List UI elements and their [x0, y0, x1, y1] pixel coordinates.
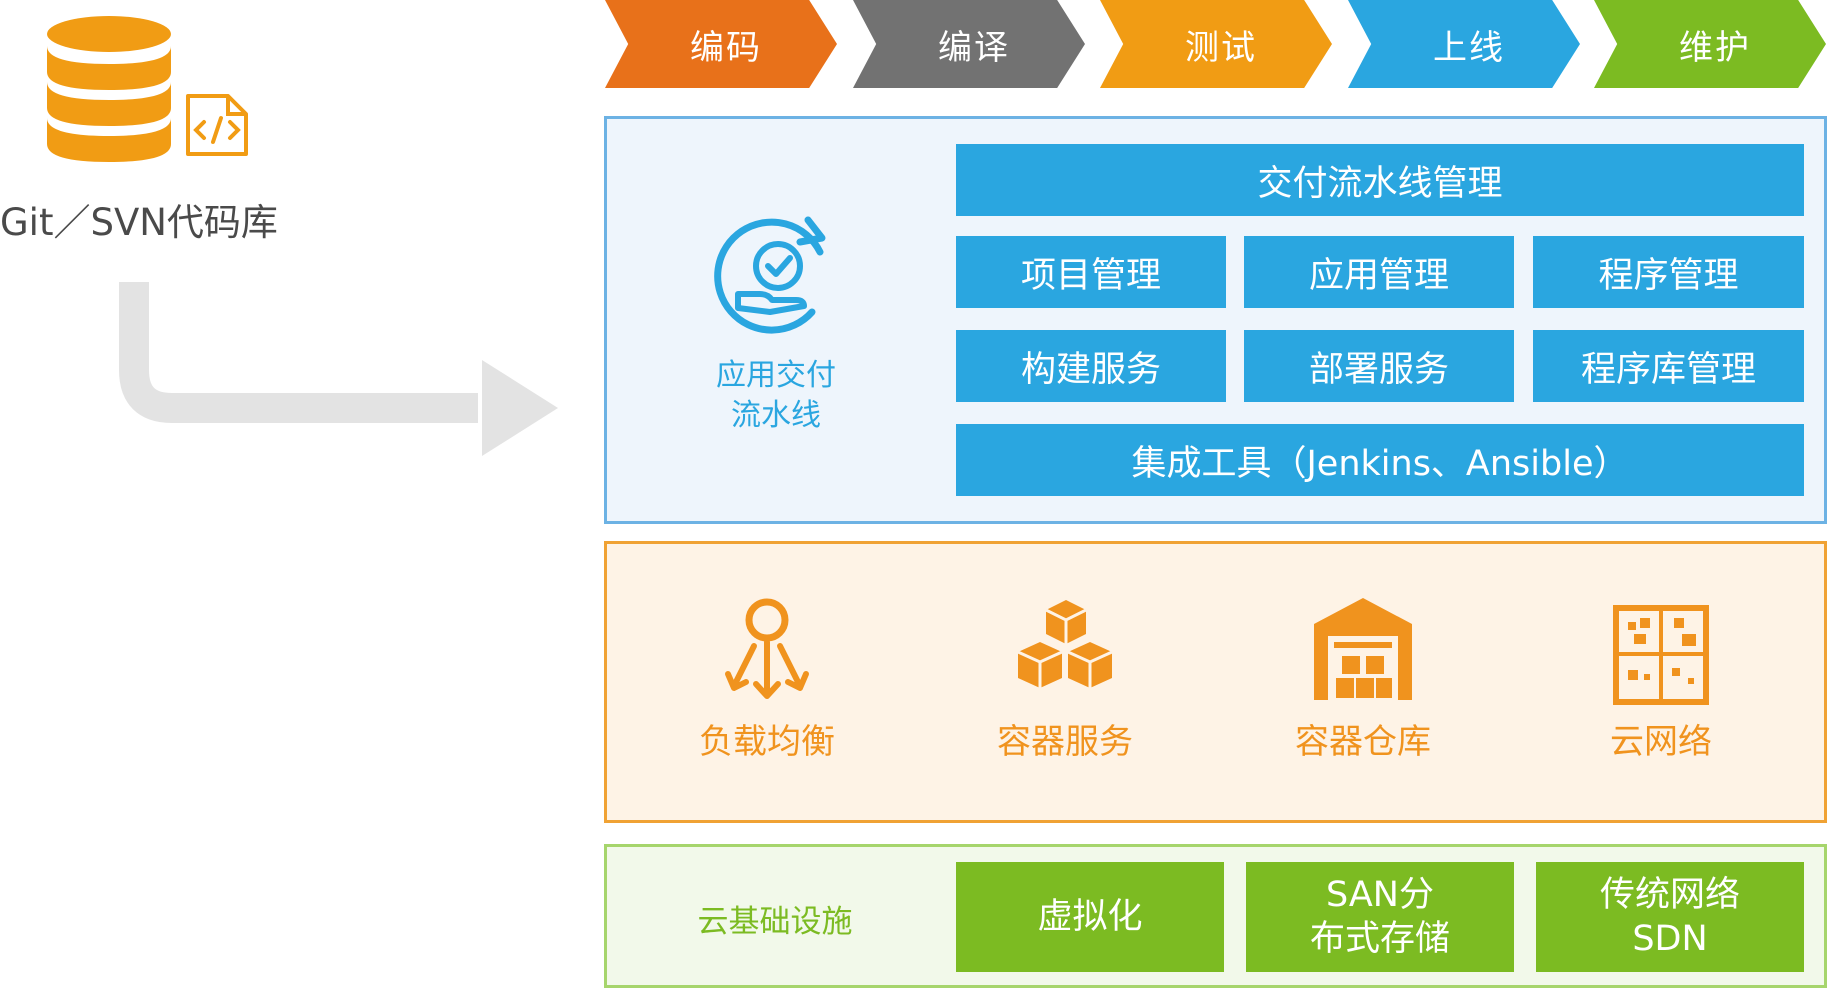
app-management-cell: 应用管理: [1244, 236, 1514, 308]
san-storage-line2: 布式存储: [1309, 919, 1450, 959]
virtualization-label: 虚拟化: [1037, 897, 1143, 937]
service-label: 负载均衡: [699, 722, 835, 762]
service-label: 容器服务: [997, 722, 1133, 762]
stage-release: 上线: [1348, 0, 1580, 88]
flow-arrow-icon: [119, 282, 558, 456]
service-label: 容器仓库: [1295, 722, 1431, 762]
stage-label: 维护: [1679, 27, 1751, 68]
pipeline-check-icon: [714, 216, 826, 334]
san-storage-cell: SAN分 布式存储: [1246, 862, 1514, 972]
deploy-service-cell: 部署服务: [1244, 330, 1514, 402]
stage-compile: 编译: [853, 0, 1085, 88]
library-management-cell: 程序库管理: [1533, 330, 1804, 402]
stage-maintain: 维护: [1594, 0, 1826, 88]
cloud-network-icon: [1613, 605, 1709, 705]
code-file-icon: [186, 94, 248, 156]
build-service-cell: 构建服务: [956, 330, 1226, 402]
container-boxes-icon: [1017, 600, 1113, 688]
stage-label: 测试: [1185, 27, 1257, 68]
load-balance-icon: [725, 598, 809, 699]
pipeline-title-line1: 应用交付: [716, 358, 836, 393]
service-label: 云网络: [1610, 722, 1712, 762]
warehouse-icon: [1314, 598, 1412, 700]
integration-tools-footer: 集成工具（Jenkins、Ansible）: [956, 424, 1804, 496]
pipeline-title-line2: 流水线: [731, 398, 821, 433]
network-sdn-line2: SDN: [1632, 919, 1708, 959]
network-sdn-line1: 传统网络: [1599, 875, 1740, 915]
stage-test: 测试: [1100, 0, 1332, 88]
stage-label: 编码: [690, 27, 762, 68]
repository-label: Git／SVN代码库: [0, 201, 278, 244]
container-services-panel: [604, 541, 1827, 823]
pipeline-title: 应用交付 流水线: [684, 356, 868, 436]
san-storage-line1: SAN分: [1325, 875, 1434, 915]
stage-label: 上线: [1433, 27, 1505, 68]
stage-label: 编译: [938, 27, 1010, 68]
database-icon: [47, 16, 171, 162]
infrastructure-label: 云基础设施: [697, 904, 853, 940]
project-management-cell: 项目管理: [956, 236, 1226, 308]
program-management-cell: 程序管理: [1533, 236, 1804, 308]
virtualization-cell: 虚拟化: [956, 862, 1224, 972]
pipeline-management-header: 交付流水线管理: [956, 144, 1804, 216]
network-sdn-cell: 传统网络 SDN: [1536, 862, 1804, 972]
stage-coding: 编码: [605, 0, 837, 88]
